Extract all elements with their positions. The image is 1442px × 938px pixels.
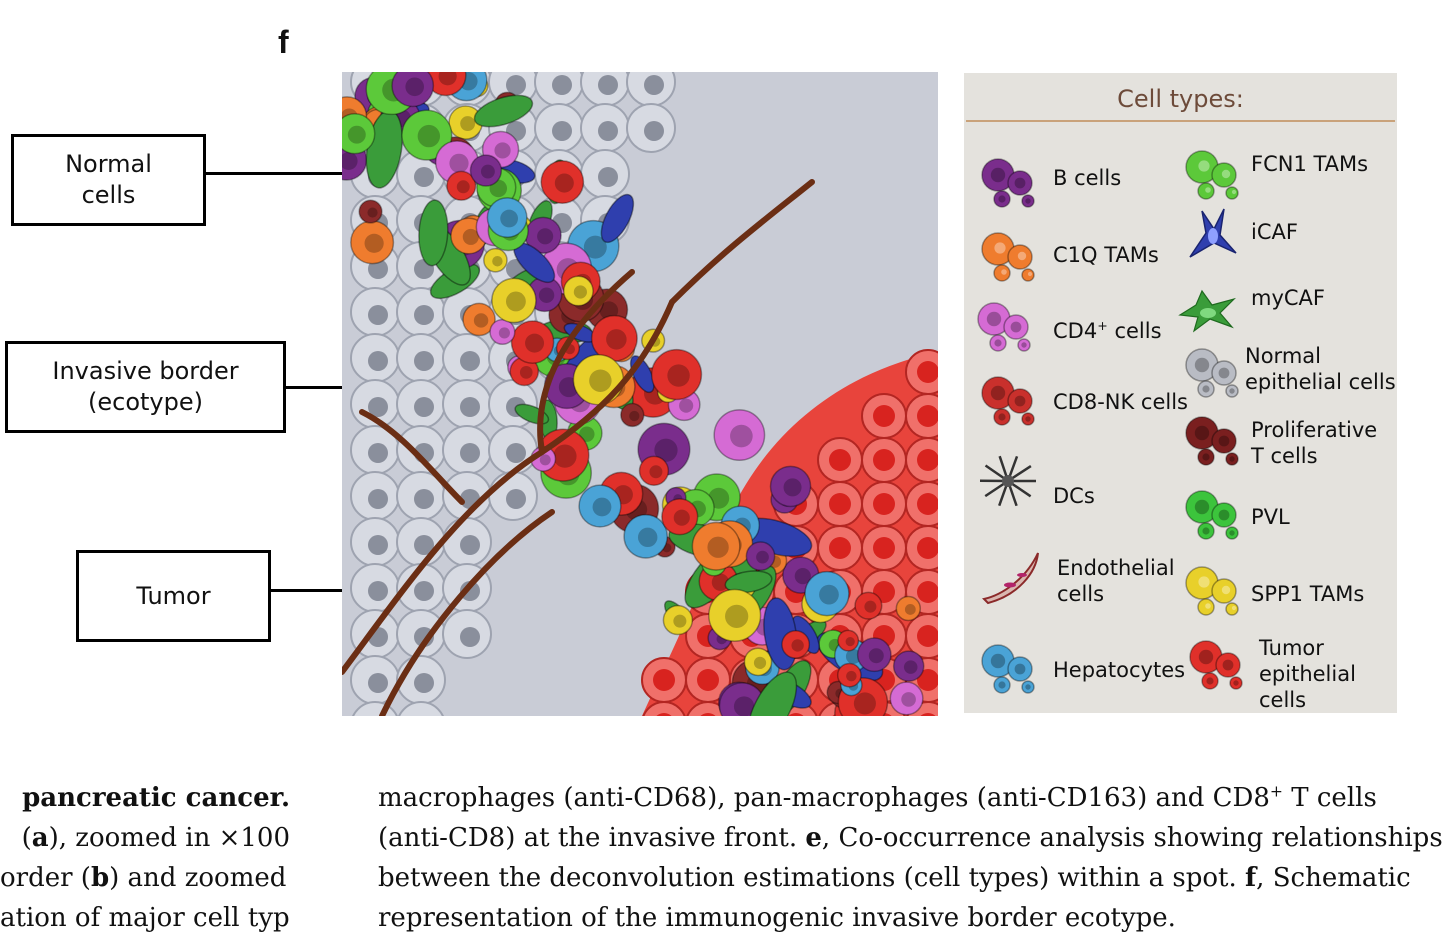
cd8-nk-cells-icon bbox=[976, 369, 1044, 433]
callout-tumor: Tumor bbox=[76, 550, 271, 642]
normal-epithelial-cells-icon bbox=[1180, 341, 1248, 405]
mycaf-icon bbox=[1176, 275, 1244, 339]
proliferative-t-cells-label: Proliferative T cells bbox=[1251, 417, 1377, 469]
tumor-epithelial-cells-icon bbox=[1184, 633, 1252, 697]
pvl-icon bbox=[1180, 483, 1248, 547]
cap-right-line: macrophages (anti-CD68), pan-macrophages… bbox=[378, 778, 1377, 818]
cd4-cells-label: CD4+ cells bbox=[1053, 318, 1162, 344]
callout-normal-cells: Normal cells bbox=[11, 134, 206, 226]
cd4-cells-icon bbox=[972, 295, 1040, 359]
tissue-schematic-illustration bbox=[342, 72, 938, 716]
cap-left-line: pancreatic cancer. bbox=[0, 778, 290, 818]
dcs-icon bbox=[978, 449, 1046, 513]
c1q-tams-label: C1Q TAMs bbox=[1053, 242, 1159, 268]
cd8-nk-cells-label: CD8-NK cells bbox=[1053, 389, 1188, 415]
cap-right-line: between the deconvolution estimations (c… bbox=[378, 858, 1411, 898]
cap-right-line: (anti-CD8) at the invasive front. e, Co-… bbox=[378, 818, 1442, 858]
b-cells-label: B cells bbox=[1053, 165, 1121, 191]
legend-title: Cell types: bbox=[964, 85, 1397, 113]
panel-label: f bbox=[278, 24, 289, 61]
endothelial-cells-label: Endothelial cells bbox=[1057, 555, 1175, 607]
hepatocytes-label: Hepatocytes bbox=[1053, 657, 1185, 683]
pvl-label: PVL bbox=[1251, 504, 1290, 530]
icaf-icon bbox=[1180, 203, 1248, 267]
spp1-tams-label: SPP1 TAMs bbox=[1251, 581, 1364, 607]
dcs-label: DCs bbox=[1053, 483, 1095, 509]
b-cells-icon bbox=[976, 151, 1044, 215]
hepatocytes-icon bbox=[976, 637, 1044, 701]
tumor-epithelial-cells-label: Tumor epithelial cells bbox=[1259, 635, 1356, 713]
cap-right-line: representation of the immunogenic invasi… bbox=[378, 898, 1176, 938]
cap-left-line: (a), zoomed in ×100 bbox=[0, 818, 290, 858]
fcn1-tams-label: FCN1 TAMs bbox=[1251, 151, 1368, 177]
legend-divider bbox=[966, 120, 1395, 122]
icaf-label: iCAF bbox=[1251, 219, 1298, 245]
cap-left-line: order (b) and zoomed in bbox=[0, 858, 290, 898]
c1q-tams-icon bbox=[976, 225, 1044, 289]
mycaf-label: myCAF bbox=[1251, 285, 1325, 311]
callout-invasive-border: Invasive border (ecotype) bbox=[5, 341, 286, 433]
normal-epithelial-cells-label: Normal epithelial cells bbox=[1245, 343, 1396, 395]
cap-left-line: ation of major cell types bbox=[0, 898, 290, 938]
fcn1-tams-icon bbox=[1180, 143, 1248, 207]
endothelial-cells-icon bbox=[978, 543, 1046, 607]
proliferative-t-cells-icon bbox=[1180, 409, 1248, 473]
spp1-tams-icon bbox=[1180, 559, 1248, 623]
